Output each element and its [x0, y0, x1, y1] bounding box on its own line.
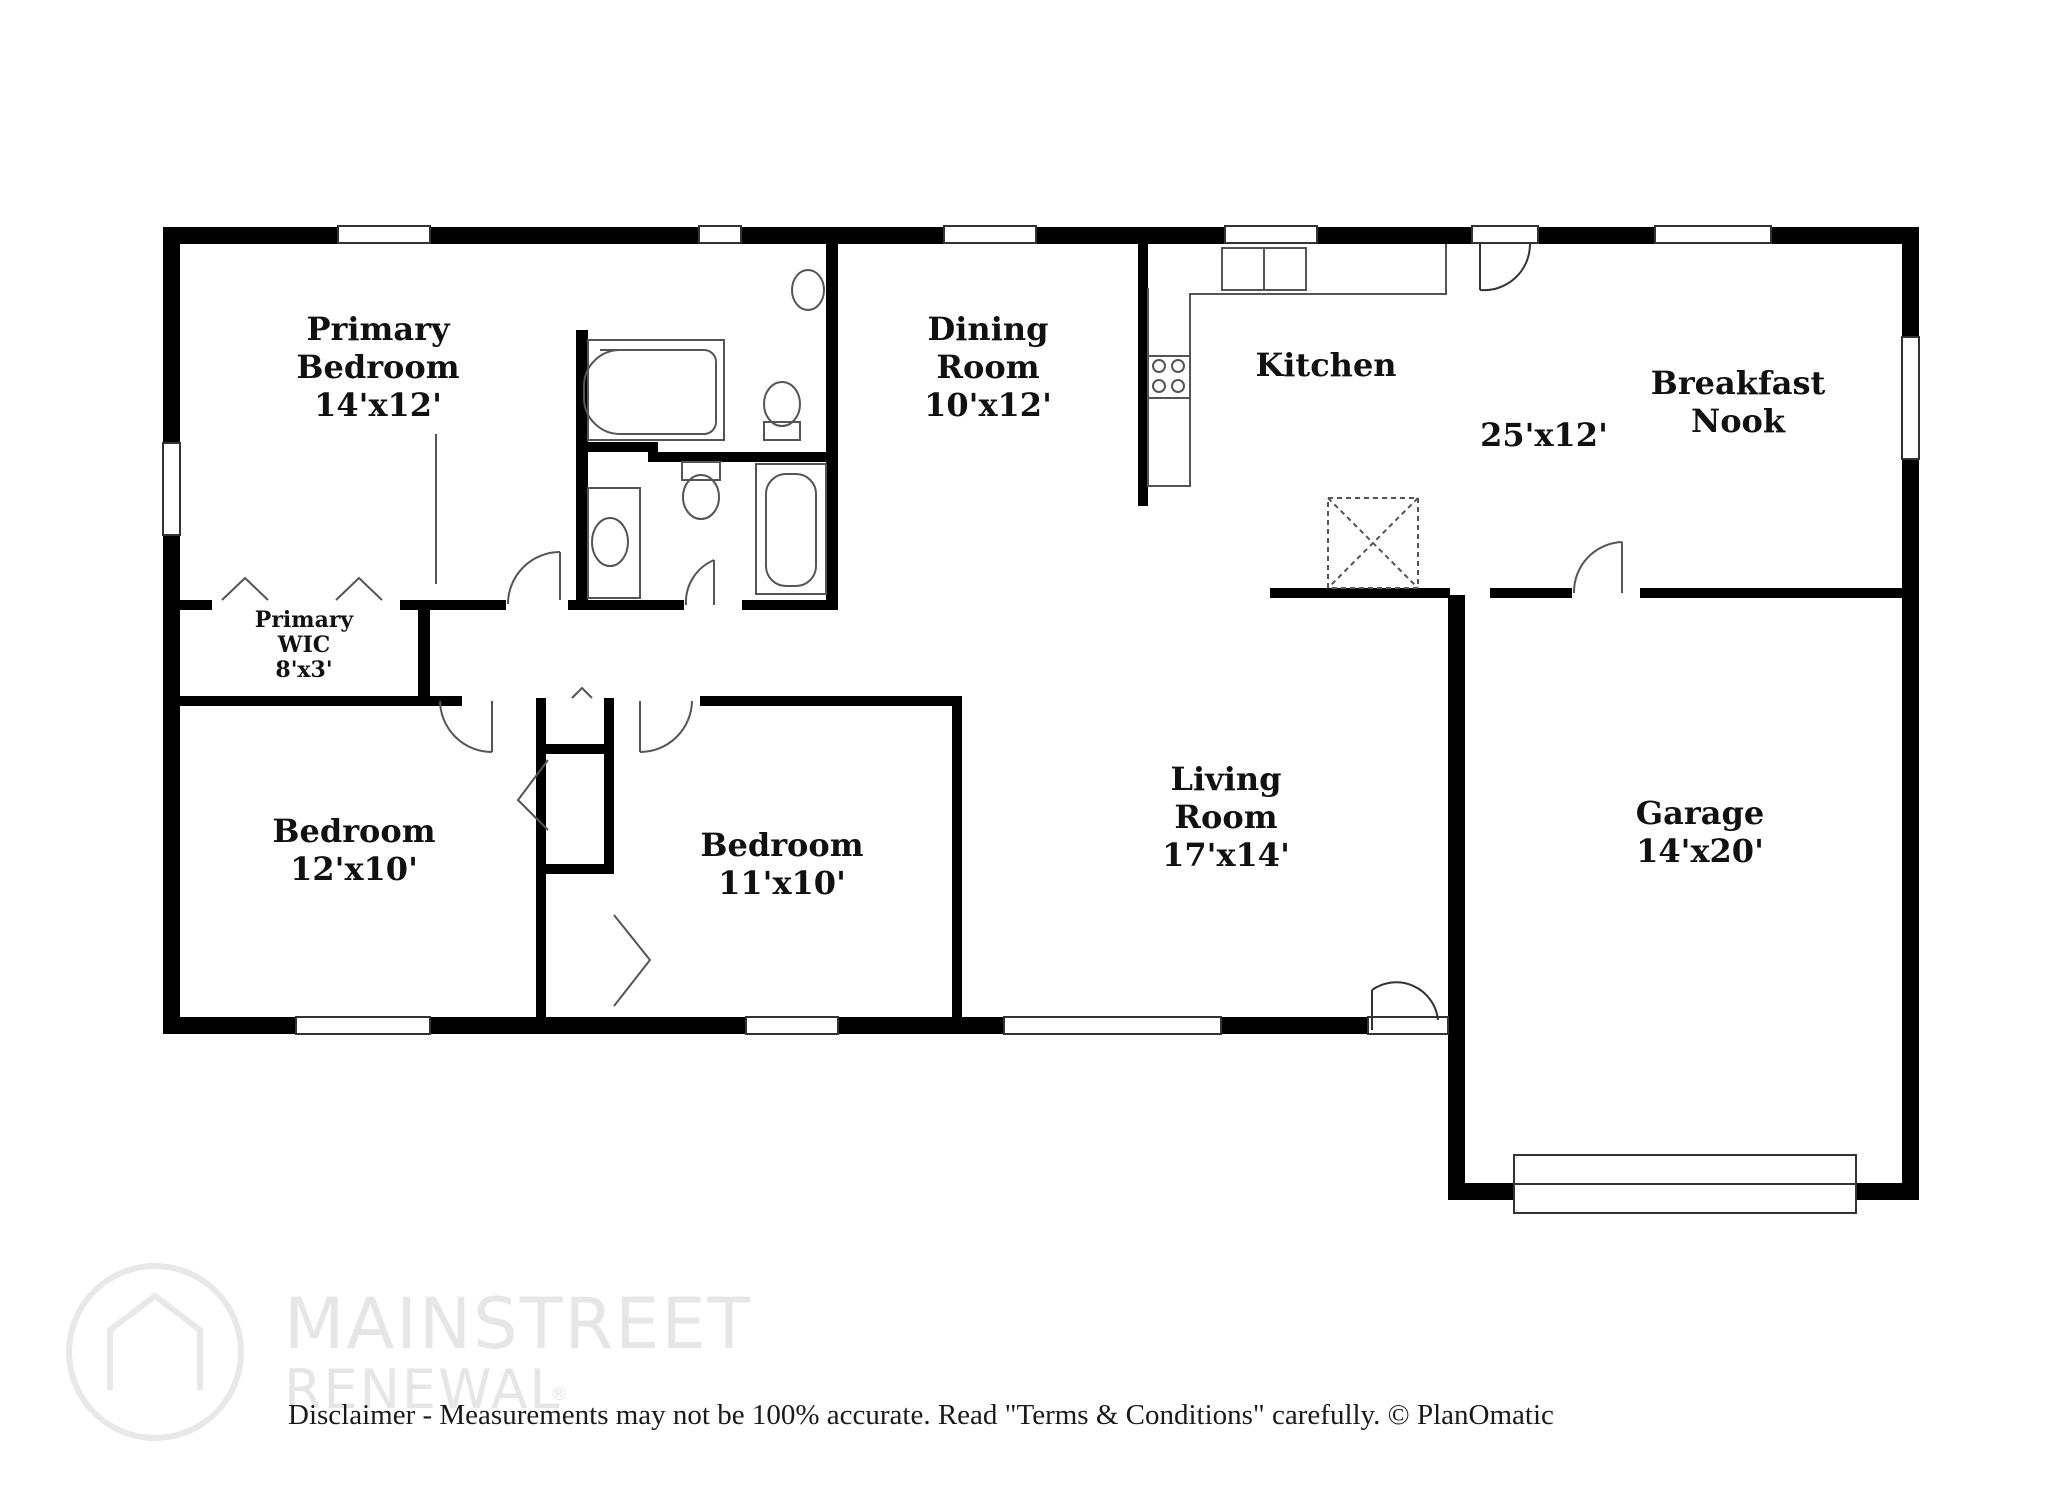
- living-room-label: Living: [1170, 760, 1281, 798]
- window: [1224, 225, 1318, 244]
- toilet: [763, 381, 801, 427]
- interior-doors: [221, 434, 1623, 1007]
- dining-room-label-2: Room: [936, 348, 1039, 386]
- watermark-registered: ®: [550, 1384, 570, 1405]
- watermark-line2: RENEWAL: [284, 1358, 562, 1421]
- garage-size: 14'x20': [1636, 832, 1764, 870]
- stove: [1147, 355, 1191, 399]
- primary-wic-label-2: WIC: [277, 632, 331, 658]
- sink: [791, 269, 825, 311]
- primary-wic-size: 8'x3': [275, 657, 332, 683]
- window: [1003, 1016, 1222, 1035]
- window: [1654, 225, 1772, 244]
- kitchen-size: 25'x12': [1480, 416, 1608, 454]
- primary-wic-label: Primary: [255, 607, 355, 633]
- living-room-size: 17'x14': [1162, 836, 1290, 874]
- fixtures: [583, 244, 1447, 599]
- exterior-doors: [1367, 225, 1539, 1035]
- dining-room-size: 10'x12': [924, 386, 1052, 424]
- bedroom-mid-size: 11'x10': [718, 864, 846, 902]
- watermark: MAINSTREET RENEWAL ®: [66, 1263, 752, 1441]
- garage-label: Garage: [1636, 794, 1764, 832]
- kitchen-label: Kitchen: [1255, 346, 1396, 384]
- bedroom-left-size: 12'x10': [290, 850, 418, 888]
- living-room-label-2: Room: [1174, 798, 1277, 836]
- attic-hatch: [1327, 497, 1419, 589]
- primary-bedroom-size: 14'x12': [314, 386, 442, 424]
- window: [295, 1016, 431, 1035]
- window: [337, 225, 431, 244]
- door-opening: [1471, 225, 1539, 244]
- watermark-line1: MAINSTREET: [284, 1283, 752, 1365]
- window: [745, 1016, 839, 1035]
- bathtub: [587, 339, 725, 441]
- bedroom-left-label: Bedroom: [272, 812, 435, 850]
- door-opening: [1367, 1016, 1449, 1035]
- window: [162, 442, 181, 536]
- bathtub: [755, 463, 827, 595]
- watermark-logo-icon: [66, 1263, 244, 1441]
- breakfast-nook-label-2: Nook: [1691, 402, 1786, 440]
- dining-room-label: Dining: [928, 310, 1049, 348]
- primary-bedroom-label: Primary: [306, 310, 451, 348]
- room-labels: Primary Bedroom 14'x12' Primary WIC 8'x3…: [255, 310, 1826, 902]
- window: [1901, 336, 1920, 460]
- toilet: [682, 474, 720, 520]
- sink: [591, 517, 629, 567]
- breakfast-nook-label: Breakfast: [1651, 364, 1826, 402]
- window: [943, 225, 1037, 244]
- window: [698, 225, 742, 244]
- disclaimer-text: Disclaimer - Measurements may not be 100…: [288, 1399, 1554, 1431]
- windows: [162, 225, 1920, 1214]
- bedroom-mid-label: Bedroom: [700, 826, 863, 864]
- primary-bedroom-label-2: Bedroom: [296, 348, 459, 386]
